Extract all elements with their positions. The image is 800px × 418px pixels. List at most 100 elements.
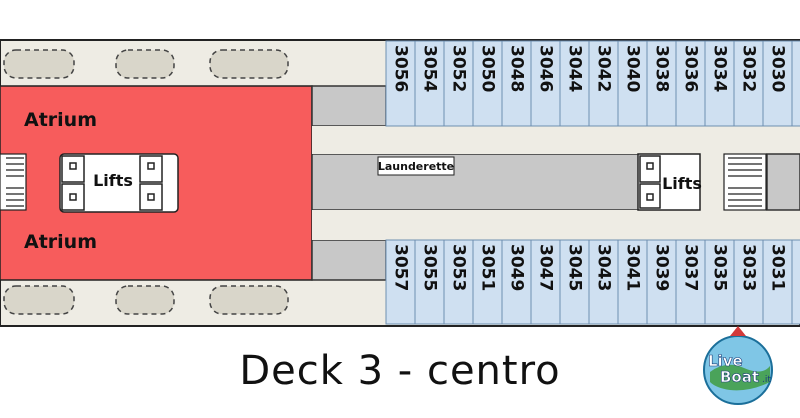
cabin-box xyxy=(791,40,800,127)
cabin-number-3032: 3032 xyxy=(739,45,759,92)
cabin-number-3057: 3057 xyxy=(391,244,411,291)
cabin-3036: 3036 xyxy=(675,40,706,127)
lifts-right-block xyxy=(637,153,701,211)
cabin-3051: 3051 xyxy=(472,239,503,325)
cabin-number-3041: 3041 xyxy=(623,244,643,291)
cabin-box xyxy=(559,239,590,325)
cabin-3032: 3032 xyxy=(733,40,764,127)
lifeboats-bottom xyxy=(3,285,289,315)
cabin-3039: 3039 xyxy=(646,239,677,325)
cabin-3046: 3046 xyxy=(530,40,561,127)
cabin-3030: 3030 xyxy=(762,40,793,127)
launderette-block xyxy=(311,153,647,211)
cabin-box xyxy=(530,239,561,325)
cabin-number-3048: 3048 xyxy=(507,45,527,92)
service-block-aft xyxy=(766,153,800,211)
cabin-3050: 3050 xyxy=(472,40,503,127)
cabin-number-3039: 3039 xyxy=(652,244,672,291)
liveboat-logo: Live Boat .it xyxy=(703,326,773,405)
lifeboats-top xyxy=(3,49,289,79)
cabin-3044: 3044 xyxy=(559,40,590,127)
cabin-3033: 3033 xyxy=(733,239,764,325)
lifts-left-label: Lifts xyxy=(93,171,133,190)
cabin-3053: 3053 xyxy=(443,239,474,325)
cabins-bottom-row: 3057 3055 3053 3051 3049 3047 3045 3043 3041 3039… xyxy=(385,239,800,325)
cabin-number-3034: 3034 xyxy=(710,45,730,92)
cabin-3047: 3047 xyxy=(530,239,561,325)
cabin-number-3042: 3042 xyxy=(594,45,614,92)
cabin-number-3030: 3030 xyxy=(768,45,788,92)
cabin-number-3029: 3029 xyxy=(797,244,800,291)
service-block-bottom xyxy=(311,239,387,281)
cabin-number-3038: 3038 xyxy=(652,45,672,92)
cabin-box xyxy=(472,40,503,127)
cabin-number-3040: 3040 xyxy=(623,45,643,92)
cabin-box xyxy=(414,40,445,127)
cabin-box xyxy=(501,239,532,325)
cabin-box xyxy=(617,40,648,127)
cabin-box xyxy=(675,239,706,325)
cabin-3028: 3028 xyxy=(791,40,800,127)
cabin-number-3056: 3056 xyxy=(391,45,411,92)
cabin-box xyxy=(559,40,590,127)
cabin-number-3051: 3051 xyxy=(478,244,498,291)
cabin-number-3053: 3053 xyxy=(449,244,469,291)
cabin-box xyxy=(472,239,503,325)
cabin-box xyxy=(704,239,735,325)
cabin-number-3052: 3052 xyxy=(449,45,469,92)
cabin-3041: 3041 xyxy=(617,239,648,325)
cabins-top-row: 3056 3054 3052 3050 3048 3046 3044 3042 3040 3038… xyxy=(385,40,800,127)
cabin-number-3050: 3050 xyxy=(478,45,498,92)
cabin-3040: 3040 xyxy=(617,40,648,127)
cabin-box xyxy=(762,40,793,127)
cabin-box xyxy=(385,239,416,325)
cabin-3052: 3052 xyxy=(443,40,474,127)
cabin-number-3044: 3044 xyxy=(565,45,585,92)
logo-text-boat: Boat xyxy=(720,368,759,386)
launderette-label-box xyxy=(377,156,455,176)
cabin-number-3031: 3031 xyxy=(768,244,788,291)
cabin-3034: 3034 xyxy=(704,40,735,127)
atrium-bottom-label: Atrium xyxy=(24,231,97,253)
cabin-number-3054: 3054 xyxy=(420,45,440,92)
cabin-number-3035: 3035 xyxy=(710,244,730,291)
cabin-3057: 3057 xyxy=(385,239,416,325)
cabin-number-3037: 3037 xyxy=(681,244,701,291)
cabin-3031: 3031 xyxy=(762,239,793,325)
cabin-3038: 3038 xyxy=(646,40,677,127)
cabin-box xyxy=(733,239,764,325)
stairs-left-icon xyxy=(0,153,27,211)
cabin-3035: 3035 xyxy=(704,239,735,325)
cabin-3056: 3056 xyxy=(385,40,416,127)
atrium-top-label: Atrium xyxy=(24,109,97,131)
deck-plan: 3056 3054 3052 3050 3048 3046 3044 3042 3040 3038… xyxy=(0,39,800,327)
cabin-number-3036: 3036 xyxy=(681,45,701,92)
cabin-number-3046: 3046 xyxy=(536,45,556,92)
cabin-number-3047: 3047 xyxy=(536,244,556,291)
launderette-label: Launderette xyxy=(378,160,454,173)
cabin-3029: 3029 xyxy=(791,239,800,325)
cabin-box xyxy=(385,40,416,127)
cabin-3054: 3054 xyxy=(414,40,445,127)
cabin-3055: 3055 xyxy=(414,239,445,325)
cabin-number-3043: 3043 xyxy=(594,244,614,291)
logo-text-live: Live xyxy=(708,352,743,370)
deck-title: Deck 3 - centro xyxy=(239,348,561,394)
cabin-box xyxy=(588,40,619,127)
cabin-box xyxy=(588,239,619,325)
cabin-3037: 3037 xyxy=(675,239,706,325)
corridor-bottom xyxy=(312,210,800,240)
cabin-number-3049: 3049 xyxy=(507,244,527,291)
cabin-3048: 3048 xyxy=(501,40,532,127)
lifts-right-label: Lifts xyxy=(662,174,702,193)
cabin-3045: 3045 xyxy=(559,239,590,325)
cabin-number-3028: 3028 xyxy=(797,45,800,92)
service-block-top xyxy=(311,85,387,127)
cabin-box xyxy=(675,40,706,127)
cabin-number-3045: 3045 xyxy=(565,244,585,291)
cabin-box xyxy=(704,40,735,127)
cabin-box xyxy=(733,40,764,127)
cabin-box xyxy=(646,239,677,325)
cabin-box xyxy=(414,239,445,325)
cabin-number-3055: 3055 xyxy=(420,244,440,291)
